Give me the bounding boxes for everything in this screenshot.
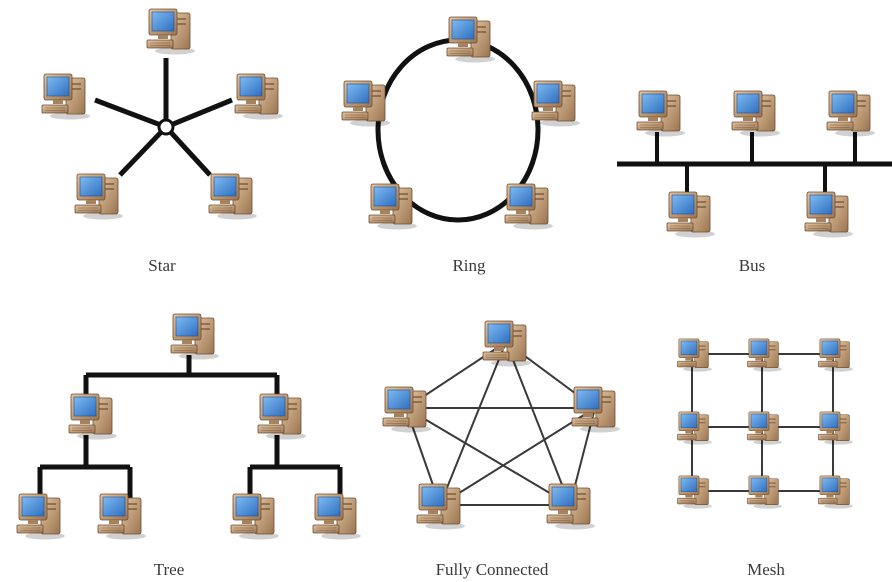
- link-line: [94, 97, 167, 130]
- computer-icon: [16, 493, 65, 540]
- computer-icon: [41, 73, 90, 120]
- computer-icon: [677, 338, 712, 372]
- computer-icon: [818, 475, 853, 509]
- computer-icon: [234, 73, 283, 120]
- computer-icon: [68, 393, 117, 440]
- computer-icon: [818, 338, 853, 372]
- link-line: [405, 407, 571, 506]
- computer-icon: [636, 90, 685, 137]
- computer-icon: [826, 90, 875, 137]
- star-label: Star: [148, 256, 176, 275]
- computer-icon: [257, 393, 306, 440]
- fully-connected-label: Fully Connected: [435, 560, 549, 579]
- hub-icon: [157, 118, 175, 136]
- link-line: [164, 125, 212, 177]
- link-line: [439, 341, 507, 506]
- computer-icon: [531, 80, 580, 127]
- link-line: [118, 125, 168, 177]
- computer-icon: [731, 90, 780, 137]
- computer-icon: [818, 411, 853, 445]
- computer-icon: [368, 183, 417, 230]
- computer-icon: [482, 320, 531, 367]
- computer-icon: [677, 475, 712, 509]
- computer-icon: [677, 411, 712, 445]
- computer-icon: [571, 386, 620, 433]
- tree-label: Tree: [153, 560, 185, 579]
- tree-topology: [16, 313, 361, 540]
- link-line: [505, 341, 571, 506]
- computer-icon: [312, 493, 361, 540]
- computer-icon: [97, 493, 146, 540]
- computer-icon: [747, 338, 782, 372]
- computer-icon: [74, 173, 123, 220]
- computer-icon: [804, 191, 853, 238]
- computer-icon: [146, 8, 195, 55]
- computer-icon: [341, 80, 390, 127]
- computer-icon: [382, 386, 431, 433]
- computer-icon: [747, 475, 782, 509]
- mesh-topology: [677, 338, 853, 509]
- computer-icon: [170, 313, 219, 360]
- computer-icon: [504, 183, 553, 230]
- bus-topology: [617, 90, 892, 238]
- ring-topology: [341, 16, 580, 230]
- bus-label: Bus: [738, 256, 766, 275]
- computer-icon: [230, 493, 279, 540]
- link-line: [439, 407, 596, 506]
- computer-icon: [546, 483, 595, 530]
- fully-connected-topology: [382, 320, 620, 530]
- link-line: [165, 97, 233, 130]
- mesh-label: Mesh: [747, 560, 785, 579]
- ring-label: Ring: [452, 256, 486, 275]
- computer-icon: [446, 16, 495, 63]
- computer-icon: [666, 191, 715, 238]
- computer-icon: [416, 483, 465, 530]
- computer-icon: [747, 411, 782, 445]
- star-topology: [41, 8, 283, 220]
- computer-icon: [208, 173, 257, 220]
